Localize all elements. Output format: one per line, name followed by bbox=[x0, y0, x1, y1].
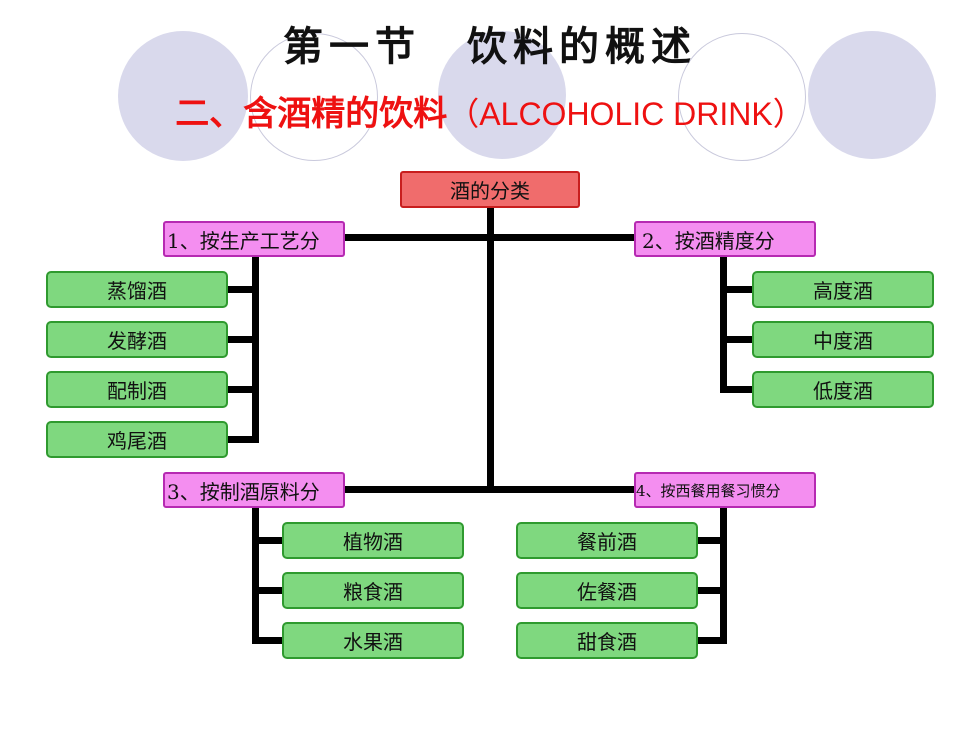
root-node: 酒的分类 bbox=[400, 171, 580, 208]
connector-g1-vertical bbox=[252, 257, 259, 443]
connector-g2-item3 bbox=[720, 386, 754, 393]
decor-circle-3 bbox=[438, 31, 566, 159]
item-high-proof: 高度酒 bbox=[752, 271, 934, 308]
decor-circle-5 bbox=[808, 31, 936, 159]
item-fermented-liquor: 发酵酒 bbox=[46, 321, 228, 358]
connector-g4-item2 bbox=[696, 587, 727, 594]
subtitle-en: （ALCOHOLIC DRINK） bbox=[447, 96, 805, 132]
item-cocktail: 鸡尾酒 bbox=[46, 421, 228, 458]
page-subtitle: 二、含酒精的饮料（ALCOHOLIC DRINK） bbox=[0, 86, 980, 135]
item-compounded-liquor: 配制酒 bbox=[46, 371, 228, 408]
connector-g2-item2 bbox=[720, 336, 754, 343]
connector-g1-item4 bbox=[226, 436, 258, 443]
connector-trunk bbox=[487, 206, 494, 492]
category-production-process: 1、按生产工艺分 bbox=[163, 221, 345, 257]
connector-g1-item3 bbox=[226, 386, 258, 393]
item-medium-proof: 中度酒 bbox=[752, 321, 934, 358]
connector-h-top bbox=[344, 234, 635, 241]
subtitle-cn: 二、含酒精的饮料 bbox=[175, 94, 448, 134]
decor-circle-4 bbox=[678, 33, 806, 161]
connector-g3-vertical bbox=[252, 508, 259, 644]
item-grain-liquor: 粮食酒 bbox=[282, 572, 464, 609]
connector-g3-item2 bbox=[252, 587, 284, 594]
connector-h-bottom bbox=[344, 486, 635, 493]
item-fruit-liquor: 水果酒 bbox=[282, 622, 464, 659]
item-distilled-liquor: 蒸馏酒 bbox=[46, 271, 228, 308]
item-low-proof: 低度酒 bbox=[752, 371, 934, 408]
item-dessert-wine: 甜食酒 bbox=[516, 622, 698, 659]
connector-g2-vertical bbox=[720, 257, 727, 393]
category-alcohol-content: 2、按酒精度分 bbox=[634, 221, 816, 257]
decor-circle-1 bbox=[118, 31, 248, 161]
connector-g4-vertical bbox=[720, 508, 727, 644]
connector-g3-item1 bbox=[252, 537, 284, 544]
connector-g1-item2 bbox=[226, 336, 258, 343]
connector-g4-item1 bbox=[696, 537, 727, 544]
connector-g3-item3 bbox=[252, 637, 284, 644]
page-title: 第一节 饮料的概述 bbox=[283, 23, 697, 70]
item-table-wine: 佐餐酒 bbox=[516, 572, 698, 609]
connector-g1-item1 bbox=[226, 286, 258, 293]
item-plant-liquor: 植物酒 bbox=[282, 522, 464, 559]
connector-g2-item1 bbox=[720, 286, 754, 293]
category-western-dining: 4、按西餐用餐习惯分 bbox=[634, 472, 816, 508]
connector-g4-item3 bbox=[696, 637, 727, 644]
decor-circle-2 bbox=[250, 33, 378, 161]
item-aperitif: 餐前酒 bbox=[516, 522, 698, 559]
category-raw-material: 3、按制酒原料分 bbox=[163, 472, 345, 508]
